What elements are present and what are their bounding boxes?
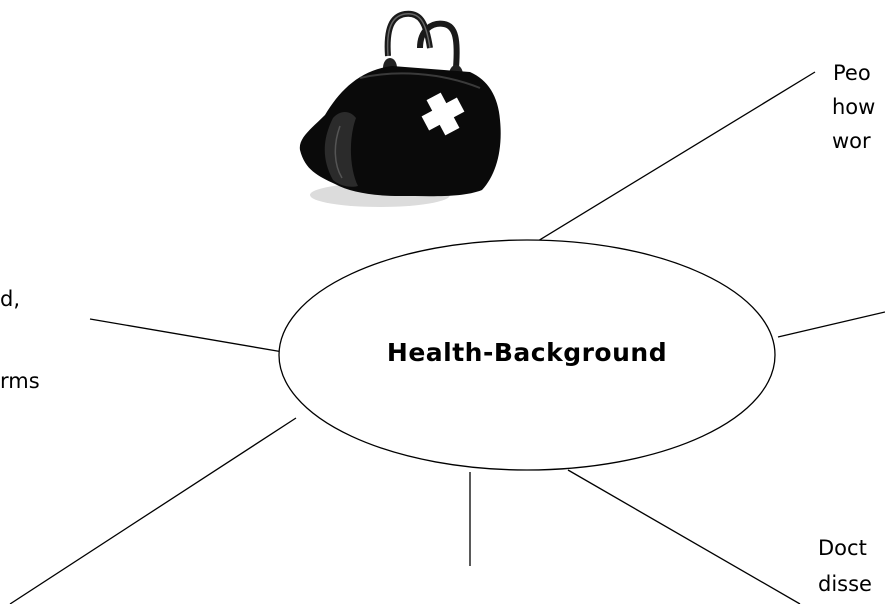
branch-line-bottom-right (568, 470, 800, 604)
medical-bag-icon (300, 14, 501, 207)
branch-text-top-right-line-2: how (832, 91, 875, 123)
branch-text-left-line-3: rms (0, 365, 40, 397)
branch-line-lower-left (10, 418, 296, 604)
center-node-label: Health-Background (280, 333, 774, 373)
branch-line-right (778, 312, 885, 337)
branch-line-left (90, 319, 283, 352)
branch-text-top-right-line-3: wor (832, 125, 871, 157)
branch-text-left-line-1: d, (0, 283, 20, 315)
branch-text-bottom-right-line-2: disse (818, 568, 872, 600)
branch-text-bottom-right-line-1: Doct (818, 532, 867, 564)
branch-text-top-right-line-1: Peo (833, 57, 871, 89)
branch-line-top-right (510, 72, 815, 258)
